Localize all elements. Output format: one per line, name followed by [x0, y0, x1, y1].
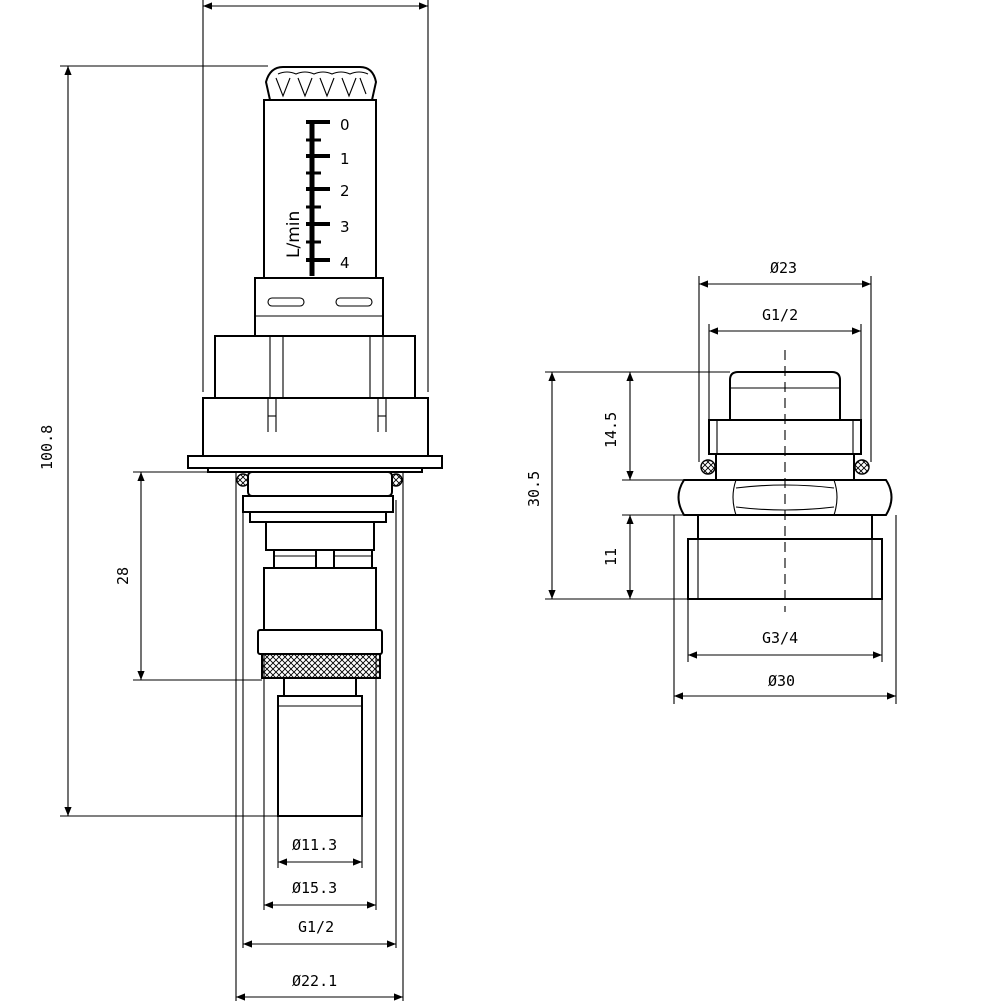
scale-label-2: 2 — [340, 182, 350, 200]
top-boss — [729, 371, 841, 421]
scale-label-4: 4 — [340, 254, 350, 272]
scale-label-0: 0 — [340, 116, 350, 134]
flowmeter-view: 0 1 2 3 4 L/min — [38, 0, 443, 1001]
knurled-ring — [261, 653, 381, 679]
overall-height-label: 100.8 — [38, 425, 56, 470]
total-height-label: 30.5 — [525, 471, 543, 507]
valve-stem — [277, 677, 363, 817]
o-ring — [700, 459, 716, 475]
outer-diameter-label: Ø15.3 — [292, 879, 337, 897]
lower-length-label: 28 — [114, 567, 132, 585]
top-diameter-label: Ø23 — [770, 259, 797, 277]
lower-housing — [202, 397, 429, 457]
knurled-cap — [264, 66, 378, 101]
fitting-view: Ø23 G1/2 — [525, 259, 897, 704]
mounting-flange — [187, 455, 443, 469]
top-thread-label: G1/2 — [762, 306, 798, 324]
scale-label-3: 3 — [340, 218, 350, 236]
scale-label-1: 1 — [340, 150, 350, 168]
unit-label: L/min — [284, 211, 304, 258]
lower-height-label: 11 — [602, 548, 620, 566]
inner-diameter-label: Ø11.3 — [292, 836, 337, 854]
thread-nut — [242, 471, 394, 523]
upper-height-label: 14.5 — [602, 412, 620, 448]
bottom-thread-label: G3/4 — [762, 629, 798, 647]
flow-scale: 0 1 2 3 4 L/min — [284, 116, 350, 276]
upper-housing — [214, 335, 416, 399]
body-diameter-label: Ø22.1 — [292, 972, 337, 990]
bottom-diameter-label: Ø30 — [768, 672, 795, 690]
thread-label: G1/2 — [298, 918, 334, 936]
valve-cartridge — [257, 521, 383, 655]
tube-collar — [254, 277, 384, 337]
o-ring — [854, 459, 870, 475]
